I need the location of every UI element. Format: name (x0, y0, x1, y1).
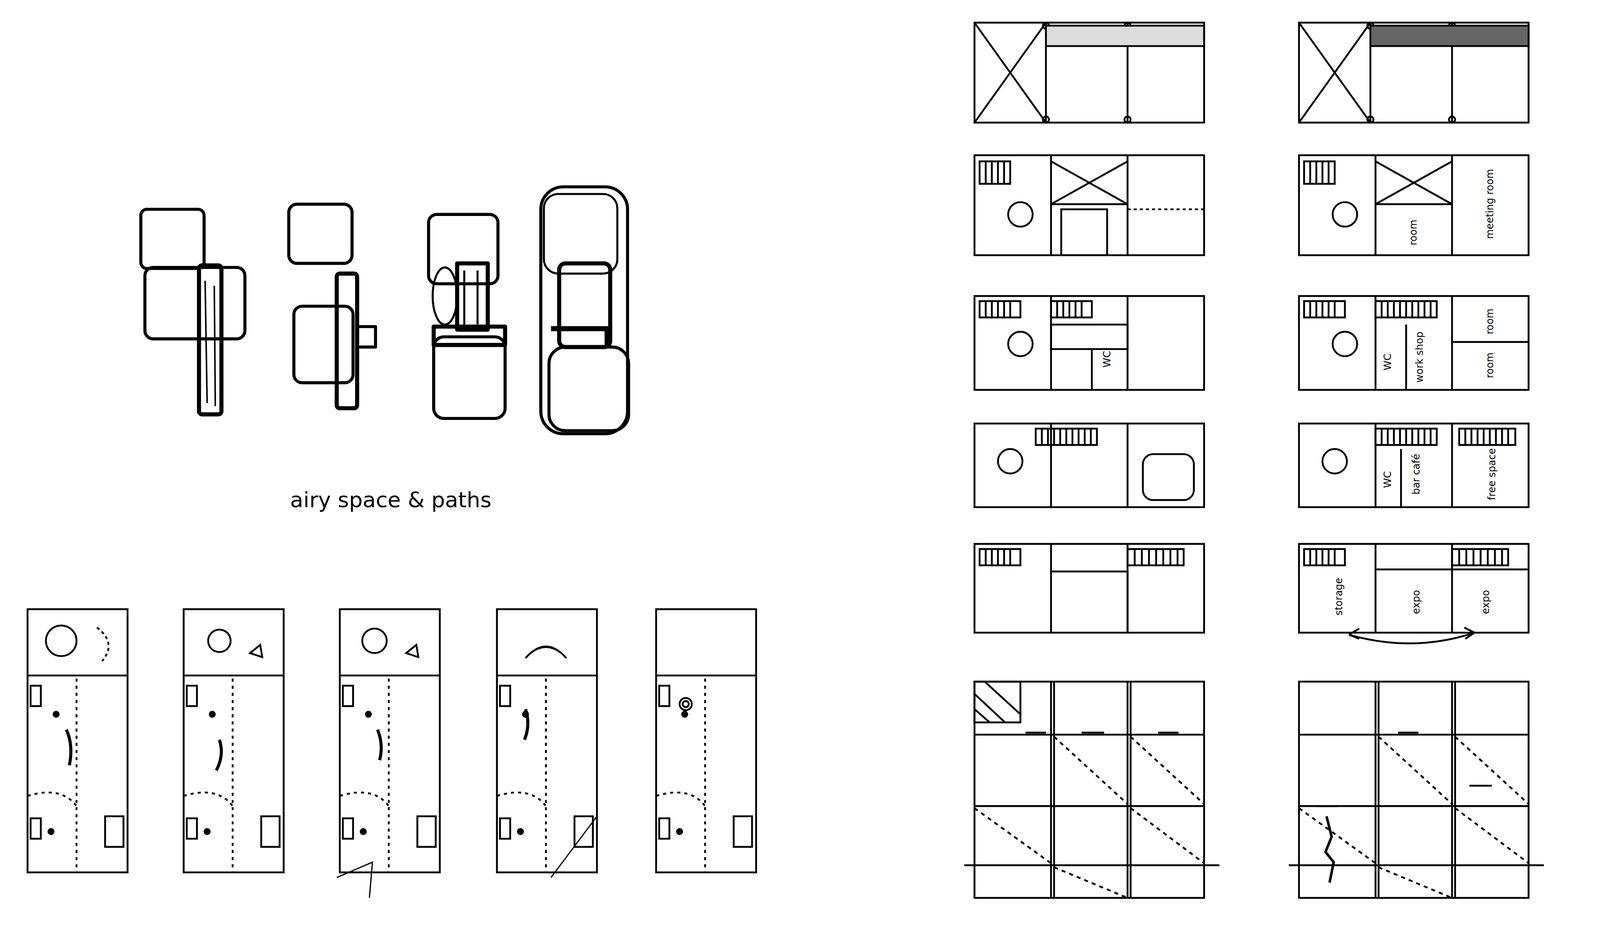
room-label: WC (1102, 350, 1113, 368)
room-label: free space (1487, 448, 1497, 501)
room-label: room (1484, 352, 1495, 379)
room-label: room (1408, 219, 1419, 246)
room-label: work shop (1414, 331, 1425, 383)
room-label: bar café (1411, 454, 1422, 495)
caption-text: airy space & paths (290, 489, 492, 511)
room-label: expo (1480, 589, 1491, 614)
room-label: meeting room (1484, 169, 1495, 240)
room-label: room (1484, 308, 1495, 335)
room-label: WC (1382, 353, 1393, 371)
room-label: WC (1382, 471, 1393, 489)
room-label: storage (1333, 578, 1344, 616)
room-label: expo (1411, 589, 1422, 614)
